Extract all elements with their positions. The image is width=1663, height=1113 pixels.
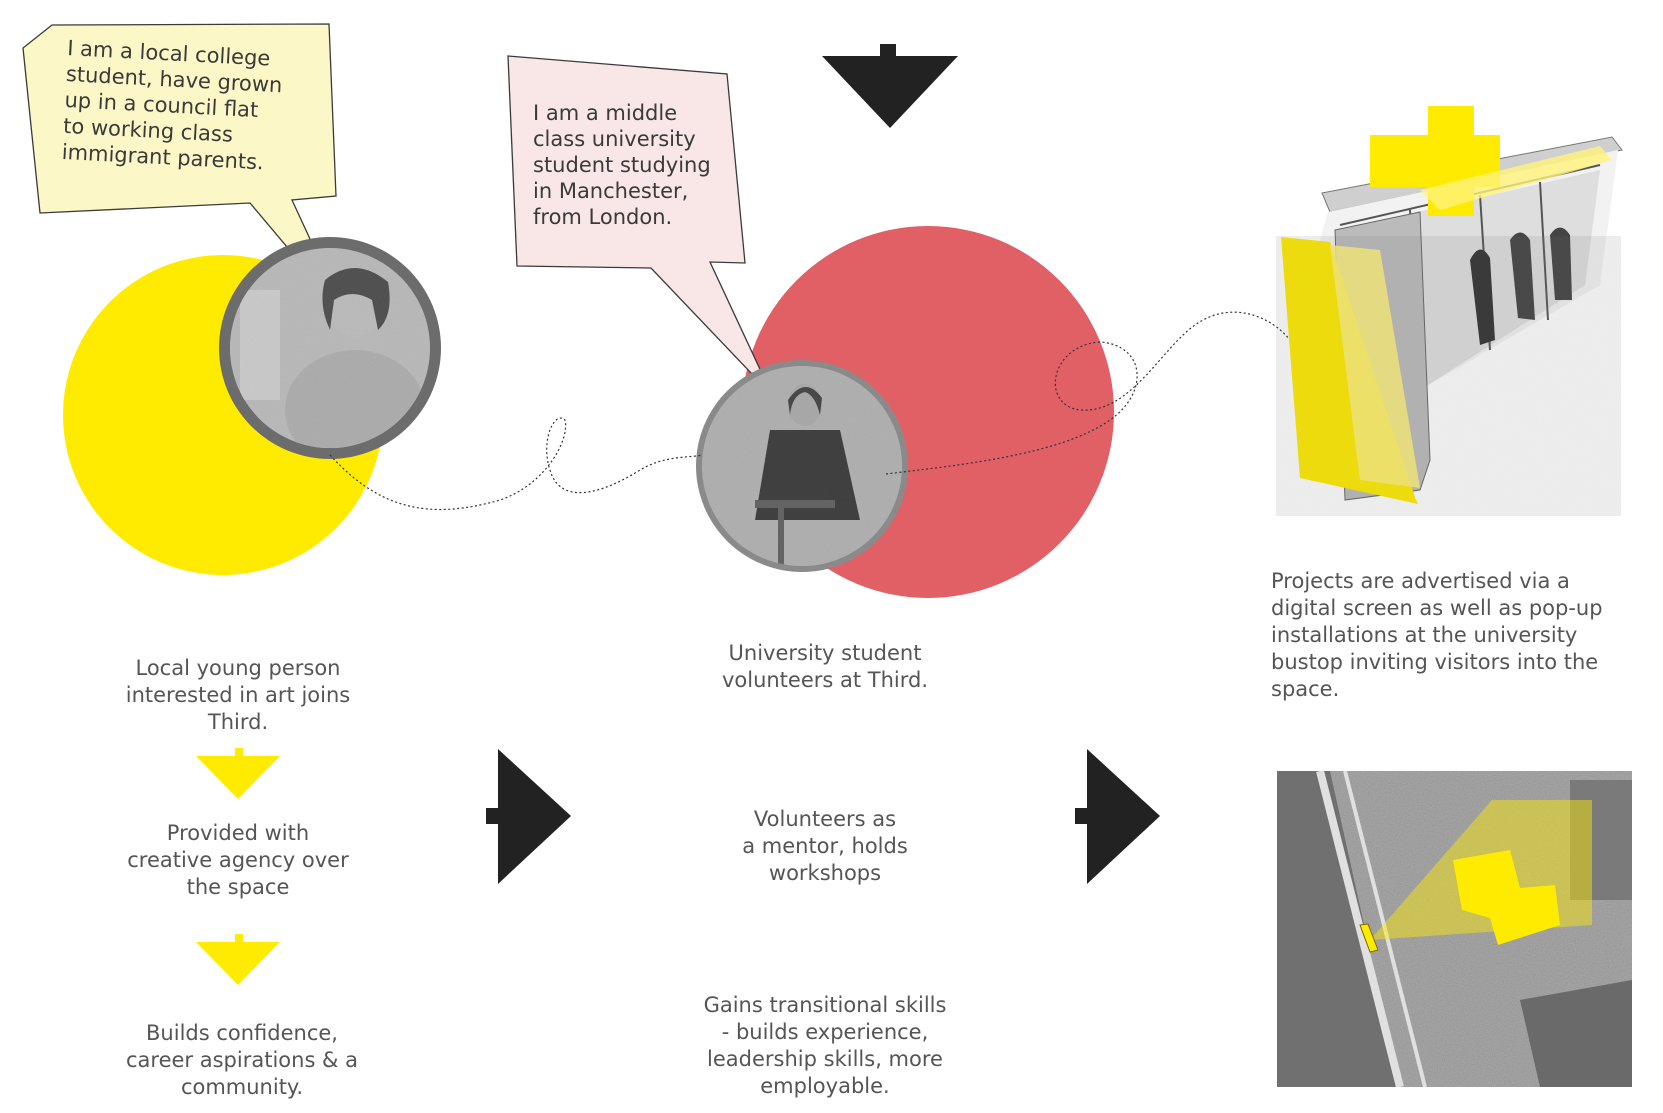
portrait-university-student-photo [696, 360, 908, 572]
arrow-right-icon [1075, 749, 1160, 884]
left-step-2-text: Provided with creative agency over the s… [127, 821, 349, 899]
local-student-quote: I am a local college student, have grown… [61, 35, 283, 175]
middle-step-2-text: Volunteers as a mentor, holds workshops [742, 807, 908, 885]
left-step-1-text: Local young person interested in art joi… [125, 656, 351, 734]
dotted-connector-left [329, 417, 703, 511]
bus-stop-illustration [1276, 106, 1623, 516]
left-step-3-text: Builds confidence, career aspirations & … [126, 1021, 358, 1099]
arrow-right-icon [486, 749, 571, 884]
middle-step-1-text: University student volunteers at Third. [721, 641, 929, 692]
speech-bubble-university-student [507, 55, 773, 396]
arrow-down-icon [196, 748, 280, 799]
arrow-down-icon [822, 44, 958, 128]
middle-step-3-text: Gains transitional skills - builds exper… [703, 993, 947, 1098]
portrait-local-student-photo [219, 237, 441, 459]
right-caption-text: Projects are advertised via a digital sc… [1271, 569, 1603, 701]
arrow-down-icon [196, 934, 280, 985]
university-student-quote: I am a middle class university student s… [533, 101, 711, 229]
aerial-map-image [1277, 771, 1632, 1087]
